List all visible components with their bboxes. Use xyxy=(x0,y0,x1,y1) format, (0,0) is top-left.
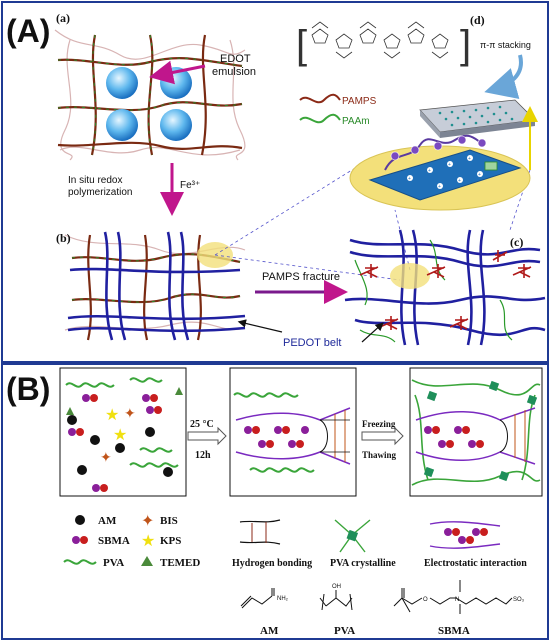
network-a xyxy=(54,29,246,161)
freezing-label: Freezing xyxy=(362,419,396,429)
temp-label: 25 °C xyxy=(190,419,214,430)
kps-legend-icon: ★ xyxy=(141,533,155,550)
pedot-formula: [ ] xyxy=(296,21,471,67)
sub-label-b: (b) xyxy=(56,231,71,245)
legend-pva: PVA xyxy=(103,557,124,569)
edot-arrow xyxy=(149,60,206,85)
legend-kps: KPS xyxy=(160,535,181,547)
paam-legend-line xyxy=(299,113,341,124)
svg-text:]: ] xyxy=(460,23,471,67)
legend-bis: BIS xyxy=(160,515,178,527)
legend-pva-crystalline: PVA crystalline xyxy=(330,558,396,569)
sbma-n: N xyxy=(455,597,459,603)
legend-temed: TEMED xyxy=(160,557,200,569)
stacking-plate xyxy=(419,99,536,138)
edot-label-line2: emulsion xyxy=(212,66,256,78)
zoom-line-bottom xyxy=(214,254,401,281)
edot-label-line1: EDOT xyxy=(220,53,251,65)
pedot-pointer-left xyxy=(237,319,283,333)
frozen-gel-contents xyxy=(411,379,541,486)
legend-am: AM xyxy=(98,515,117,527)
sub-label-a: (a) xyxy=(56,11,70,25)
am-nh2: NH₂ xyxy=(277,596,289,602)
redox-label-line2: polymerization xyxy=(68,187,132,198)
structure-pva-label: PVA xyxy=(334,625,355,637)
svg-text:+: + xyxy=(408,176,411,182)
pva-structure xyxy=(319,590,353,611)
sbma-legend-icon xyxy=(72,536,80,544)
legend-hbond: Hydrogen bonding xyxy=(232,558,312,569)
hbond-legend-icon xyxy=(239,519,281,545)
legend-pamps: PAMPS xyxy=(342,96,377,107)
sbma-o: O xyxy=(423,597,428,603)
network-c xyxy=(344,229,546,346)
time-label: 12h xyxy=(195,450,211,461)
step-arrow-2 xyxy=(361,426,404,446)
svg-text:✦: ✦ xyxy=(124,405,136,421)
pedot-pointer-right xyxy=(361,322,384,343)
pva-crystalline-legend-icon xyxy=(334,519,371,553)
svg-text:★: ★ xyxy=(105,407,119,424)
svg-text:✦: ✦ xyxy=(100,449,112,465)
pi-stacking-label: π-π stacking xyxy=(480,40,531,50)
legend-paam: PAAm xyxy=(342,116,370,127)
thawing-label: Thawing xyxy=(362,450,397,460)
svg-text:+: + xyxy=(458,178,461,184)
sub-label-c: (c) xyxy=(510,235,523,249)
svg-text:+: + xyxy=(428,168,431,174)
svg-text:+: + xyxy=(438,184,441,190)
panel-b-frame xyxy=(1,363,549,640)
pva-legend-icon xyxy=(63,559,97,565)
redox-label-line1: In situ redox xyxy=(68,175,122,186)
svg-text:+: + xyxy=(448,162,451,168)
pedot-substrate: + + + + + + + xyxy=(368,134,522,201)
am-legend-icon xyxy=(75,515,85,525)
sbma-legend-icon-2 xyxy=(80,536,88,544)
panel-a-label: (A) xyxy=(6,13,50,49)
svg-text:★: ★ xyxy=(113,427,127,444)
pva-oh: OH xyxy=(332,584,341,590)
svg-text:+: + xyxy=(468,156,471,162)
gel-contents xyxy=(233,392,351,473)
svg-text:[: [ xyxy=(296,23,307,67)
step-arrow-1 xyxy=(187,426,227,446)
structure-am-label: AM xyxy=(260,625,279,637)
sub-label-d: (d) xyxy=(470,13,485,27)
zoom-line-left xyxy=(214,164,361,256)
edot-spheres xyxy=(106,67,192,141)
legend-sbma: SBMA xyxy=(98,535,130,547)
pedot-belt-label: PEDOT belt xyxy=(283,337,342,349)
bis-legend-icon: ✦ xyxy=(141,513,154,530)
zoom-line-right xyxy=(509,169,531,231)
structure-sbma-label: SBMA xyxy=(438,625,470,637)
mixture-contents: ★ ★ ✦ ✦ xyxy=(65,377,183,492)
pamps-legend-line xyxy=(299,93,341,104)
am-structure xyxy=(240,588,275,609)
network-b xyxy=(64,231,246,341)
fe-label: Fe³⁺ xyxy=(180,180,200,191)
sbma-so3: SO₃ xyxy=(513,597,525,603)
panel-a-frame xyxy=(1,1,549,363)
legend-electrostatic: Electrostatic interaction xyxy=(424,558,527,569)
svg-text:+: + xyxy=(478,172,481,178)
stacking-arrow xyxy=(484,54,523,99)
electrostatic-legend-icon xyxy=(429,521,501,549)
panel-b-label: (B) xyxy=(6,371,50,407)
pamps-fracture-label: PAMPS fracture xyxy=(262,271,340,283)
sbma-structure xyxy=(393,580,513,614)
temed-legend-icon xyxy=(141,556,153,566)
